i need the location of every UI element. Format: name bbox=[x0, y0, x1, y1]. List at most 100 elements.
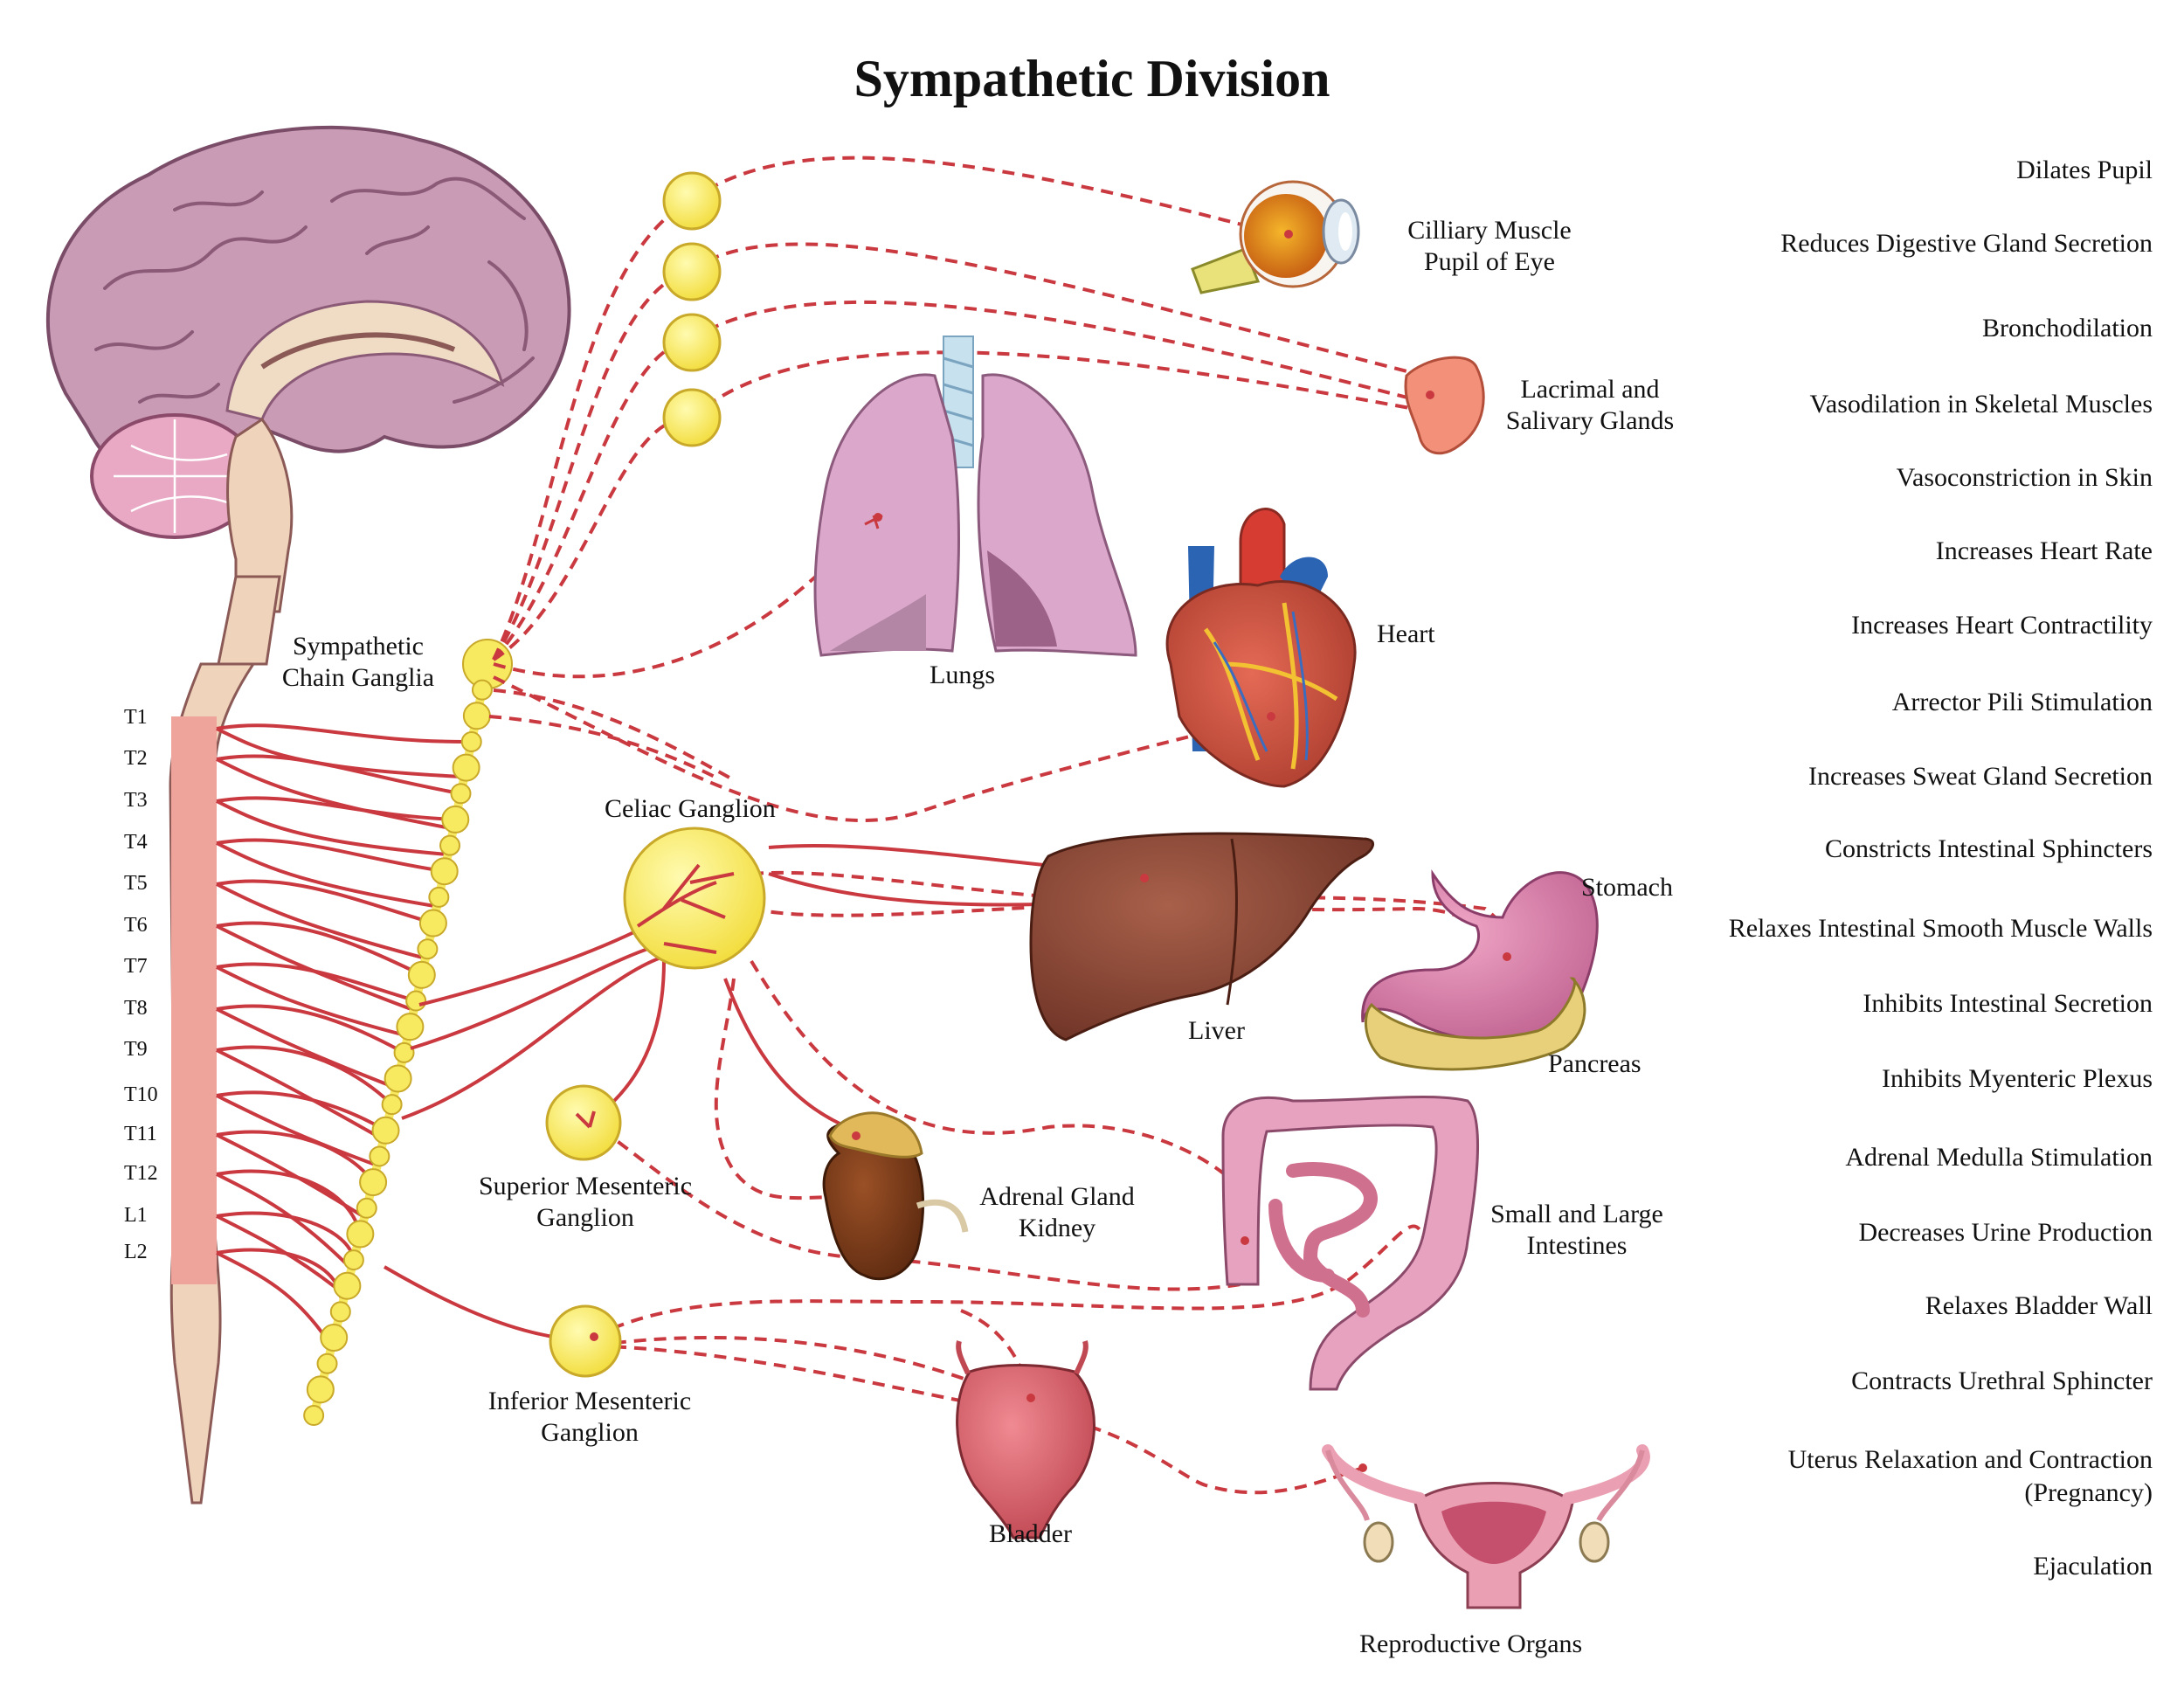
spinal-nerve bbox=[216, 1004, 405, 1055]
spinal-nerve bbox=[216, 1169, 363, 1235]
reproductive-organs-illustration bbox=[1322, 1444, 1650, 1609]
spinal-nerve bbox=[216, 758, 453, 831]
effect-label: Uterus Relaxation and Contraction(Pregna… bbox=[1788, 1443, 2153, 1510]
effect-line: Bronchodilation bbox=[1982, 314, 2153, 342]
chain-ganglion bbox=[316, 1352, 338, 1374]
label-stomach: Stomach bbox=[1581, 873, 1673, 902]
spinal-segment-label: T9 bbox=[124, 1038, 148, 1061]
effect-line: Relaxes Bladder Wall bbox=[1925, 1291, 2153, 1320]
label-line: Kidney bbox=[1018, 1214, 1096, 1242]
chain-ganglion bbox=[418, 909, 447, 937]
heart-illustration bbox=[1165, 508, 1357, 788]
label-line: Pupil of Eye bbox=[1424, 247, 1555, 276]
chain-ganglion bbox=[342, 1249, 364, 1271]
chain-ganglion bbox=[371, 1116, 400, 1145]
spinal-segment-label: T12 bbox=[124, 1162, 158, 1185]
spinal-nerve bbox=[216, 1251, 334, 1348]
spinal-nerve bbox=[216, 924, 414, 1012]
chain-ganglion bbox=[428, 886, 450, 908]
spinal-segment-label: T2 bbox=[124, 747, 148, 770]
chain-ganglion bbox=[369, 1145, 390, 1167]
label-inferior-mesenteric-ganglion: Inferior Mesenteric Ganglion bbox=[463, 1386, 716, 1449]
eye-illustration bbox=[1191, 180, 1360, 294]
spinal-nerve bbox=[216, 879, 434, 925]
spinal-segment-label: L1 bbox=[124, 1204, 148, 1227]
label-eye: Cilliary Muscle Pupil of Eye bbox=[1389, 215, 1590, 278]
spinal-nerve bbox=[216, 1214, 347, 1297]
label-lungs: Lungs bbox=[930, 661, 995, 689]
spinal-segment-label: T7 bbox=[124, 955, 148, 978]
chain-ganglion bbox=[430, 857, 459, 886]
spinal-nerve bbox=[216, 727, 463, 778]
effect-label: Contracts Urethral Sphincter bbox=[1851, 1365, 2153, 1398]
effect-line: Contracts Urethral Sphincter bbox=[1851, 1366, 2153, 1395]
chain-ganglion bbox=[393, 1041, 415, 1063]
effect-label: Increases Heart Contractility bbox=[1851, 609, 2153, 642]
label-adrenal-kidney: Adrenal Gland Kidney bbox=[961, 1181, 1153, 1244]
effect-line: Increases Heart Contractility bbox=[1851, 611, 2153, 640]
diagram-title: Sympathetic Division bbox=[854, 50, 1330, 107]
label-intestines: Small and Large Intestines bbox=[1476, 1199, 1677, 1262]
spinal-nerve bbox=[216, 1090, 387, 1132]
label-celiac-ganglion: Celiac Ganglion bbox=[605, 794, 776, 823]
liver-illustration bbox=[1029, 832, 1374, 1041]
spinal-segment-label: T3 bbox=[124, 789, 148, 812]
spinal-segment-label: T5 bbox=[124, 872, 148, 895]
chain-ganglion bbox=[333, 1271, 362, 1300]
intestines-illustration bbox=[1221, 1096, 1480, 1391]
chain-ganglion bbox=[452, 753, 480, 782]
spinal-nerve bbox=[216, 1173, 353, 1270]
lungs-illustration bbox=[813, 336, 1137, 657]
effect-line: Constricts Intestinal Sphincters bbox=[1825, 834, 2153, 863]
chain-ganglion bbox=[450, 783, 472, 805]
pancreas-illustration bbox=[1364, 977, 1586, 1071]
label-line: Ganglion bbox=[541, 1418, 639, 1447]
spinal-segment-label: T4 bbox=[124, 831, 148, 854]
chain-ganglion bbox=[396, 1013, 425, 1041]
label-line: Adrenal Gland bbox=[979, 1182, 1135, 1211]
effect-label: Relaxes Intestinal Smooth Muscle Walls bbox=[1729, 912, 2153, 945]
effect-label: Increases Sweat Gland Secretion bbox=[1808, 760, 2153, 793]
kidney-illustration bbox=[822, 1120, 969, 1281]
effect-label: Constricts Intestinal Sphincters bbox=[1825, 833, 2153, 866]
effect-label: Adrenal Medulla Stimulation bbox=[1845, 1141, 2153, 1174]
label-line: Sympathetic bbox=[293, 632, 424, 661]
effect-line: Adrenal Medulla Stimulation bbox=[1845, 1143, 2153, 1172]
effect-line: Vasoconstriction in Skin bbox=[1896, 463, 2153, 492]
chain-ganglion bbox=[405, 990, 427, 1012]
spinal-segment-label: T11 bbox=[124, 1123, 157, 1145]
sympathetic-chain bbox=[303, 639, 513, 1426]
label-glands: Lacrimal and Salivary Glands bbox=[1485, 374, 1695, 437]
chain-ganglion bbox=[356, 1197, 377, 1219]
celiac-ganglion bbox=[623, 827, 766, 970]
spinal-cord bbox=[169, 575, 281, 1505]
effect-label: Dilates Pupil bbox=[2016, 154, 2153, 187]
spinal-segment-label: T8 bbox=[124, 997, 148, 1020]
label-line: Intestines bbox=[1526, 1231, 1628, 1260]
spinal-nerve bbox=[216, 921, 423, 977]
effect-label: Arrector Pili Stimulation bbox=[1892, 686, 2153, 719]
spinal-nerve bbox=[216, 1130, 375, 1184]
spinal-preganglionic-nerves bbox=[216, 723, 472, 1348]
effect-label: Relaxes Bladder Wall bbox=[1925, 1290, 2153, 1323]
chain-ganglion bbox=[384, 1064, 412, 1093]
spinal-segment-label: L2 bbox=[124, 1241, 148, 1263]
spinal-nerve bbox=[216, 1045, 393, 1106]
label-liver: Liver bbox=[1188, 1016, 1245, 1045]
chain-ganglion bbox=[439, 834, 461, 856]
effect-label: Decreases Urine Production bbox=[1858, 1216, 2153, 1249]
effect-line: Inhibits Intestinal Secretion bbox=[1863, 989, 2153, 1018]
effect-label: Vasoconstriction in Skin bbox=[1897, 461, 2153, 495]
chain-ganglion bbox=[359, 1168, 388, 1197]
effect-line: Increases Heart Rate bbox=[1935, 536, 2153, 565]
label-line: Superior Mesenteric bbox=[478, 1172, 693, 1200]
spinal-segment-label: T6 bbox=[124, 914, 148, 937]
effect-label: Increases Heart Rate bbox=[1936, 535, 2153, 568]
sympathetic-trunk-ganglia-cranial bbox=[662, 171, 722, 447]
label-line: Salivary Glands bbox=[1505, 406, 1675, 435]
spinal-nerve bbox=[216, 882, 425, 960]
spinal-nerve bbox=[216, 723, 472, 744]
chain-ganglion bbox=[417, 938, 439, 960]
chain-ganglion bbox=[441, 805, 470, 834]
